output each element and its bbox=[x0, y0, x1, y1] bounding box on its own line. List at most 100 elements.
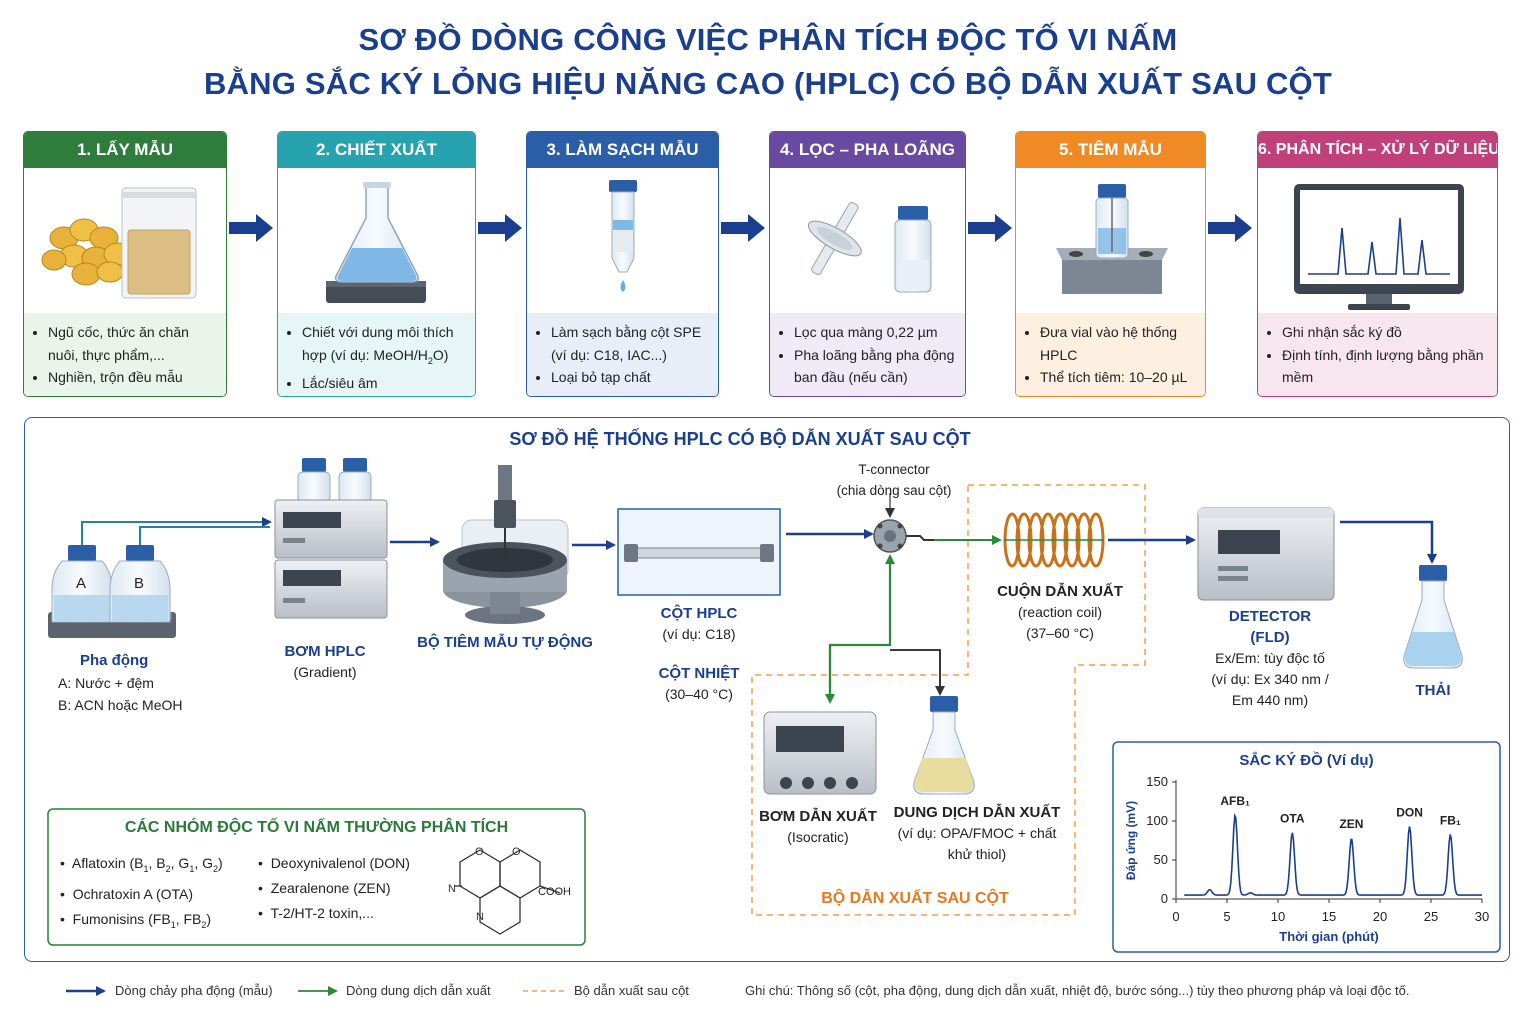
detector-type: (FLD) bbox=[1250, 629, 1290, 646]
waste-flask-icon bbox=[1403, 565, 1463, 669]
coil-title: CUỘN DẪN XUẤT bbox=[997, 583, 1123, 600]
x-tick-label: 5 bbox=[1223, 909, 1230, 924]
peak-label: AFB₁ bbox=[1220, 794, 1250, 808]
column-title: CỘT HPLC bbox=[660, 605, 738, 622]
derivatizer-label: BỘ DẪN XUẤT SAU CỘT bbox=[821, 890, 1009, 907]
toxin-groups-box bbox=[47, 808, 586, 946]
step-bullet: Loại bỏ tạp chất bbox=[551, 366, 710, 389]
autosampler-label: BỘ TIÊM MẪU TỰ ĐỘNG bbox=[410, 632, 600, 653]
arrow-right-icon bbox=[1208, 214, 1252, 242]
syringe-filter-vial-icon bbox=[770, 168, 965, 313]
toxin-item: • T-2/HT-2 toxin,... bbox=[258, 905, 374, 921]
deriv-pump-sub: (Isocratic) bbox=[787, 829, 849, 845]
bottle-label-a: A bbox=[76, 575, 87, 592]
detector-line: Ex/Em: tùy độc tố bbox=[1215, 650, 1325, 666]
peak-label: OTA bbox=[1280, 812, 1305, 826]
deriv-pump-label: BƠM DẪN XUẤT (Isocratic) bbox=[758, 806, 878, 848]
legend-reagent: Dòng dung dịch dẫn xuất bbox=[346, 983, 491, 998]
detector-label: DETECTOR (FLD) Ex/Em: tùy độc tố (ví dụ:… bbox=[1195, 606, 1345, 711]
step-title: 3. LÀM SẠCH MẪU bbox=[527, 132, 718, 168]
reagent-line-from-bottle bbox=[890, 649, 945, 696]
waste-label: THẢI bbox=[1415, 682, 1451, 699]
pump-sub: (Gradient) bbox=[293, 664, 357, 680]
fld-detector-icon bbox=[1197, 507, 1335, 601]
step-bullet: Chiết với dung môi thích hợp (ví dụ: MeO… bbox=[302, 321, 467, 372]
step-body: Ngũ cốc, thức ăn chăn nuôi, thực phẩm,..… bbox=[24, 313, 226, 396]
step-card-extraction: 2. CHIẾT XUẤT Chiết với dung môi thích h… bbox=[277, 131, 476, 397]
chromatogram-trace bbox=[1184, 812, 1482, 896]
step-body: Đưa vial vào hệ thống HPLCThể tích tiêm:… bbox=[1016, 313, 1205, 396]
toxin-list-col2: • Deoxynivalenol (DON) • Zearalenone (ZE… bbox=[258, 851, 410, 926]
oven-sub: (30–40 °C) bbox=[665, 686, 733, 702]
vial-in-rack-icon bbox=[1016, 168, 1205, 313]
legend-marks bbox=[66, 986, 565, 996]
pump-title: BƠM HPLC bbox=[284, 643, 366, 660]
system-title: SƠ ĐỒ HỆ THỐNG HPLC CÓ BỘ DẪN XUẤT SAU C… bbox=[509, 429, 971, 449]
mobile-phase-line-a bbox=[81, 517, 272, 545]
x-tick-label: 0 bbox=[1172, 909, 1179, 924]
peak-label: DON bbox=[1396, 805, 1423, 819]
step-bullet: Định tính, định lượng bằng phần mềm bbox=[1282, 344, 1489, 389]
svg-text:O: O bbox=[512, 846, 521, 858]
step-bullet: Nghiền, trộn đều mẫu bbox=[48, 366, 218, 389]
mobile-phase-bottles-icon bbox=[48, 545, 176, 638]
y-tick-label: 150 bbox=[1146, 774, 1168, 789]
step-title: 6. PHÂN TÍCH – XỬ LÝ DỮ LIỆU bbox=[1258, 132, 1497, 168]
derivatization-pump-icon bbox=[763, 711, 877, 795]
sample-bag-icon bbox=[121, 187, 197, 299]
t-connector-sub: (chia dòng sau cột) bbox=[836, 483, 952, 498]
page-title-line1: SƠ ĐỒ DÒNG CÔNG VIỆC PHÂN TÍCH ĐỘC TỐ VI… bbox=[358, 22, 1178, 57]
step-title: 5. TIÊM MẪU bbox=[1016, 132, 1205, 168]
step-body: Ghi nhận sắc ký đồĐịnh tính, định lượng … bbox=[1258, 313, 1497, 396]
mobile-phase-line-b bbox=[139, 526, 270, 545]
bottle-label-b: B bbox=[134, 575, 145, 592]
column-label: CỘT HPLC (ví dụ: C18) bbox=[640, 603, 758, 645]
step-bullet: Ngũ cốc, thức ăn chăn nuôi, thực phẩm,..… bbox=[48, 321, 218, 366]
x-tick-label: 30 bbox=[1475, 909, 1489, 924]
vial-icon bbox=[894, 206, 932, 293]
step-card-filtration: 4. LỌC – PHA LOÃNG Lọc qua màng 0,22 µmP… bbox=[769, 131, 966, 397]
oven-label: CỘT NHIỆT (30–40 °C) bbox=[640, 663, 758, 705]
mobile-phase-a: A: Nước + đệm bbox=[58, 675, 154, 691]
detector-title: DETECTOR bbox=[1228, 608, 1312, 625]
y-axis-label: Đáp ứng (mV) bbox=[1124, 801, 1138, 880]
coil-temp: (37–60 °C) bbox=[1026, 625, 1094, 641]
y-tick-label: 100 bbox=[1146, 813, 1168, 828]
detector-line: (ví dụ: Ex 340 nm / bbox=[1211, 671, 1329, 687]
step-body: Lọc qua màng 0,22 µmPha loãng bằng pha đ… bbox=[770, 313, 965, 396]
toxin-item: • Deoxynivalenol (DON) bbox=[258, 855, 410, 871]
svg-text:N: N bbox=[448, 883, 456, 895]
step-bullet: Lọc qua màng 0,22 µm bbox=[794, 321, 957, 344]
step-body: Chiết với dung môi thích hợp (ví dụ: MeO… bbox=[278, 313, 475, 396]
step-title: 2. CHIẾT XUẤT bbox=[278, 132, 475, 168]
oven-title: CỘT NHIỆT bbox=[658, 665, 740, 682]
step-bullet: Pha loãng bằng pha động ban đầu (nếu cần… bbox=[794, 344, 957, 389]
toxin-item: • Ochratoxin A (OTA) bbox=[60, 885, 194, 902]
step-arrows bbox=[229, 214, 1252, 242]
step-body: Làm sạch bằng cột SPE (ví dụ: C18, IAC..… bbox=[527, 313, 718, 396]
toxin-groups-title: CÁC NHÓM ĐỘC TỐ VI NẤM THƯỜNG PHÂN TÍCH bbox=[124, 819, 509, 836]
x-tick-label: 25 bbox=[1424, 909, 1438, 924]
reagent-flask-icon bbox=[913, 696, 975, 795]
mobile-phase-label: Pha động A: Nước + đệm B: ACN hoặc MeOH bbox=[58, 650, 183, 716]
chart-title: SẮC KÝ ĐỒ (Ví dụ) bbox=[1239, 752, 1374, 769]
peak-label: ZEN bbox=[1339, 817, 1363, 831]
coil-sub: (reaction coil) bbox=[1017, 604, 1103, 620]
legend-derivatizer: Bộ dẫn xuất sau cột bbox=[574, 983, 689, 998]
grain-sample-icon bbox=[24, 168, 226, 313]
svg-text:O: O bbox=[475, 846, 484, 858]
deriv-pump-title: BƠM DẪN XUẤT bbox=[759, 808, 877, 825]
coil-label: CUỘN DẪN XUẤT (reaction coil) (37–60 °C) bbox=[990, 581, 1130, 644]
toxin-list-col1: • Aflatoxin (B1, B2, G1, G2) • Ochratoxi… bbox=[60, 851, 223, 938]
reagent-line: khử thiol) bbox=[947, 846, 1007, 862]
hplc-system-panel bbox=[24, 417, 1510, 962]
pump-label: BƠM HPLC (Gradient) bbox=[265, 641, 385, 683]
chemical-structure-icon bbox=[455, 849, 561, 935]
reagent-title: DUNG DỊCH DẪN XUẤT bbox=[893, 804, 1061, 821]
column-sub: (ví dụ: C18) bbox=[662, 626, 736, 642]
reagent-line-to-tee bbox=[828, 554, 895, 700]
autosampler-icon bbox=[443, 465, 569, 624]
toxin-item: • Zearalenone (ZEN) bbox=[258, 880, 391, 896]
peak-label: FB₁ bbox=[1440, 813, 1461, 827]
reagent-label: DUNG DỊCH DẪN XUẤT (ví dụ: OPA/FMOC + ch… bbox=[892, 802, 1062, 865]
